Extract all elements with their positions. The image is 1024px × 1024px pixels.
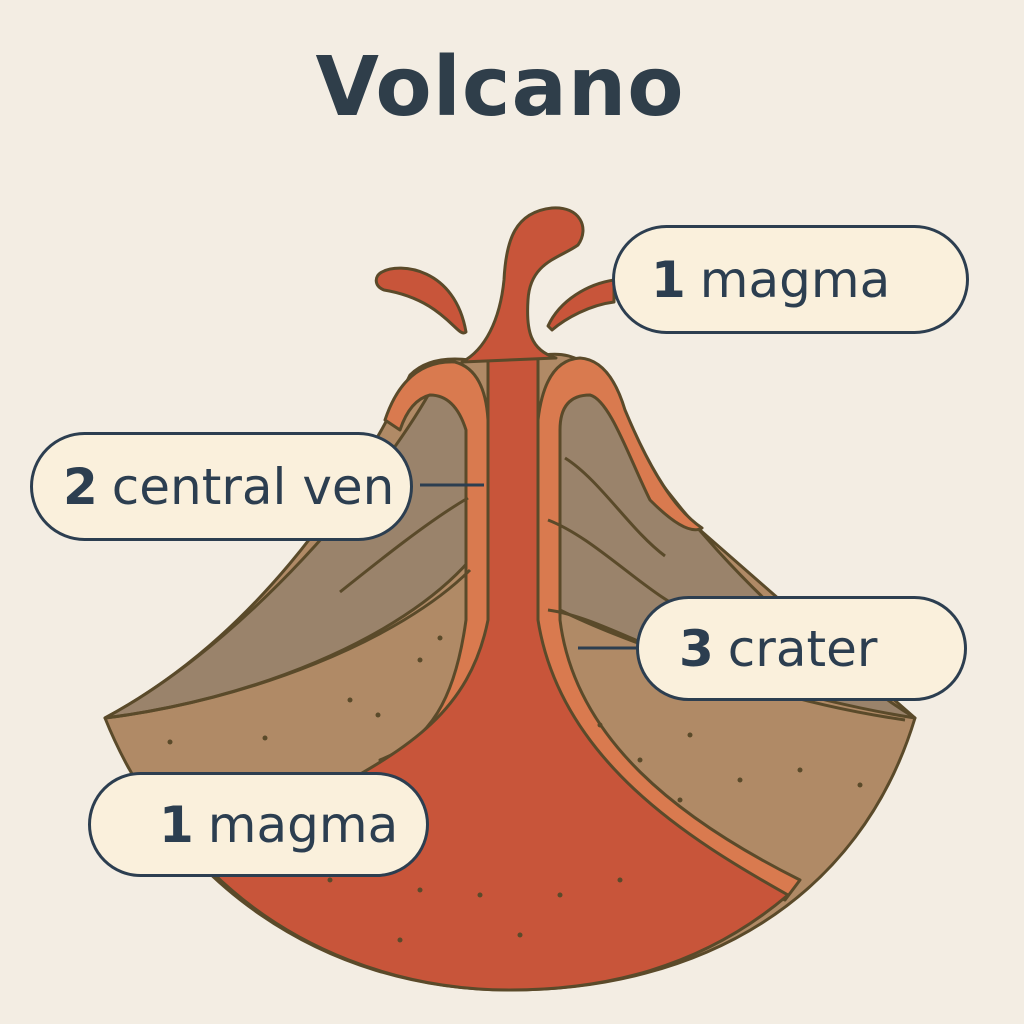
label-text: magma (699, 250, 891, 309)
sediment-dots (167, 635, 863, 943)
label-number: 3 (679, 619, 714, 678)
label-text: crater (727, 619, 878, 678)
diagram-title: Volcano (315, 40, 685, 135)
label-number: 2 (63, 457, 98, 516)
magma-splash-left (374, 266, 468, 335)
label-text: central ven (111, 457, 395, 516)
label-text: magma (207, 795, 399, 854)
label-number: 1 (651, 250, 686, 309)
magma-splash-right (546, 278, 616, 332)
label-number: 1 (159, 795, 194, 854)
leader-lines (420, 483, 638, 650)
magma-plume (460, 206, 585, 364)
